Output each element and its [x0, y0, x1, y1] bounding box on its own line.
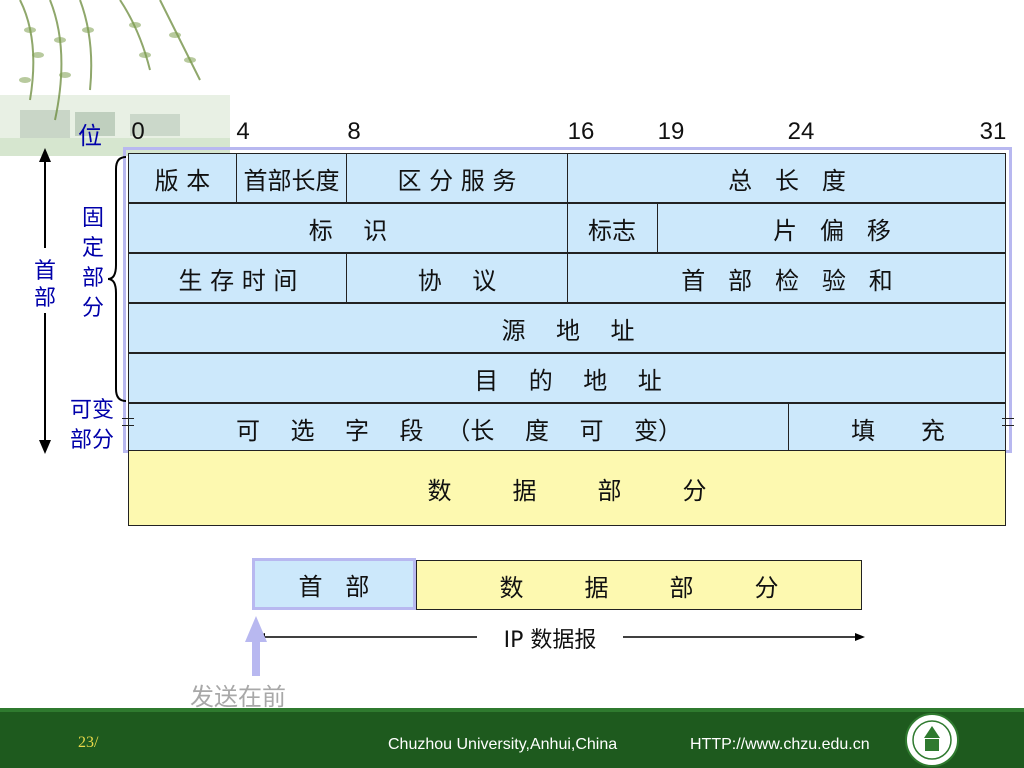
field-fragment-offset: 片 偏 移 [773, 216, 891, 245]
bit-position-16: 16 [567, 118, 595, 145]
header-row-3: 生 存 时 间 协 议 首 部 检 验 和 [128, 253, 1006, 303]
field-divider [567, 154, 568, 202]
header-frame [123, 147, 1012, 453]
bit-position-19: 19 [657, 118, 685, 145]
fixed-part-label-char: 定 [81, 236, 104, 261]
field-ttl: 生 存 时 间 [178, 266, 298, 295]
packet-header: 首 部 [252, 558, 416, 610]
header-row-5: 目 的 地 址 [128, 353, 1006, 403]
header-label-char: 部 [33, 286, 56, 311]
field-options: 可 选 字 段 （长 度 可 变） [236, 416, 682, 445]
variable-part-label-line: 可变 [69, 398, 114, 423]
bit-label: 位 [78, 122, 102, 150]
field-divider [567, 204, 568, 252]
footer-bar: 23/ Chuzhou University,Anhui,China HTTP:… [0, 712, 1024, 768]
field-flags: 标志 [588, 216, 636, 245]
page-number: 23/ [78, 734, 99, 751]
send-first-label: 发送在前 [190, 683, 286, 711]
field-divider [236, 154, 237, 202]
field-identification: 标 识 [308, 216, 388, 245]
bit-position-0: 0 [131, 118, 145, 145]
fixed-part-label-char: 部 [81, 266, 104, 291]
header-row-1: 版 本 首部长度 区 分 服 务 总 长 度 [128, 153, 1006, 203]
field-divider [657, 204, 658, 252]
header-span-arrow [39, 148, 51, 454]
field-differentiated-services: 区 分 服 务 [397, 166, 517, 195]
willow-decoration [0, 0, 230, 156]
field-total-length: 总 长 度 [728, 166, 846, 195]
university-logo-icon [905, 713, 959, 767]
field-source-address: 源 地 址 [501, 316, 635, 345]
bit-position-8: 8 [347, 118, 361, 145]
fixed-part-label-char: 固 [81, 206, 104, 231]
options-right-mark [1002, 418, 1014, 426]
university-url: HTTP://www.chzu.edu.cn [690, 736, 870, 753]
bit-position-31: 31 [979, 118, 1007, 145]
header-row-6: 可 选 字 段 （长 度 可 变） 填 充 [128, 403, 1006, 453]
bit-position-24: 24 [787, 118, 815, 145]
fixed-part-label: 固 定 部 分 [78, 204, 108, 324]
header-label-char: 首 [33, 259, 56, 284]
field-divider [346, 154, 347, 202]
bit-position-4: 4 [236, 118, 250, 145]
field-padding: 填 充 [851, 416, 945, 445]
field-divider [788, 404, 789, 452]
data-part: 数 据 部 分 [128, 450, 1006, 526]
field-divider [567, 254, 568, 302]
field-header-length: 首部长度 [243, 166, 340, 195]
field-header-checksum: 首 部 检 验 和 [681, 266, 893, 295]
options-left-mark [122, 418, 134, 426]
university-name: Chuzhou University,Anhui,China [388, 736, 618, 753]
packet-data: 数 据 部 分 [416, 560, 862, 610]
fixed-part-brace [108, 156, 127, 402]
footer-accent [0, 708, 1024, 713]
fixed-part-label-char: 分 [81, 296, 104, 321]
send-first-arrow [245, 616, 267, 676]
variable-part-label-line: 部分 [69, 428, 114, 453]
header-row-2: 标 识 标志 片 偏 移 [128, 203, 1006, 253]
field-protocol: 协 议 [417, 266, 497, 295]
header-label: 首 部 [30, 258, 60, 312]
field-destination-address: 目 的 地 址 [474, 366, 662, 395]
header-row-4: 源 地 址 [128, 303, 1006, 353]
datagram-title: IP 数据报 [503, 628, 597, 653]
variable-part-label: 可变 部分 [62, 396, 122, 456]
field-version: 版 本 [154, 166, 211, 195]
field-divider [346, 254, 347, 302]
